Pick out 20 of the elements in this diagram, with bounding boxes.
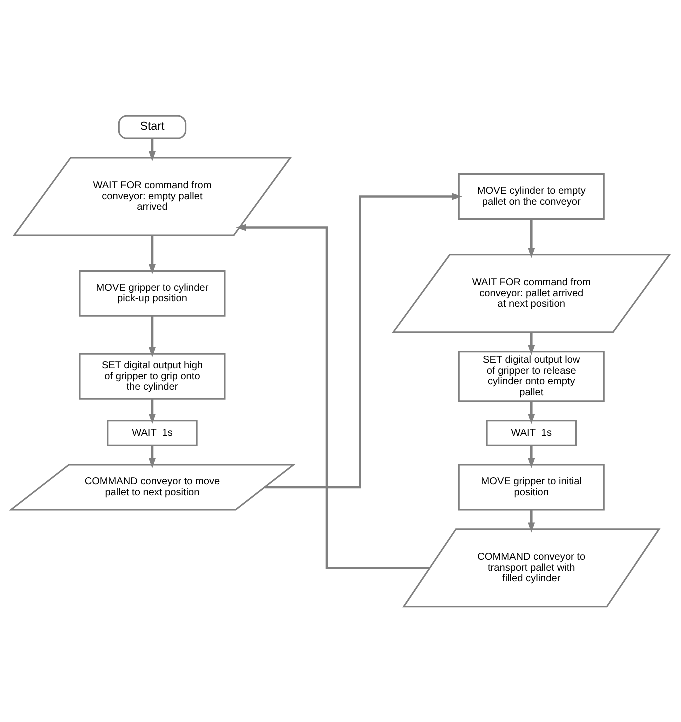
arrow <box>528 218 536 258</box>
node-box: SET digital output low of gripper to release cylinder onto empty pallet <box>458 350 605 402</box>
node-box: Start <box>118 114 187 139</box>
arrow <box>528 445 536 468</box>
arrow <box>148 138 156 161</box>
arrow <box>148 235 156 274</box>
arrow <box>148 398 156 424</box>
node-box: SET digital output high of gripper to grip onto the cylinder <box>79 352 226 400</box>
arrow <box>148 316 156 357</box>
arrow <box>528 332 536 355</box>
node-box: MOVE cylinder to empty pallet on the conveyor <box>458 172 605 220</box>
arrow <box>528 510 536 532</box>
arrow <box>236 224 430 569</box>
arrow <box>528 401 536 424</box>
node-box: MOVE gripper to initial position <box>458 464 605 510</box>
node-box: WAIT 1s <box>107 420 198 446</box>
arrow <box>148 445 156 468</box>
node-box: WAIT 1s <box>486 420 577 446</box>
node-box: MOVE gripper to cylinder pick-up position <box>79 270 226 316</box>
arrow <box>264 192 462 488</box>
